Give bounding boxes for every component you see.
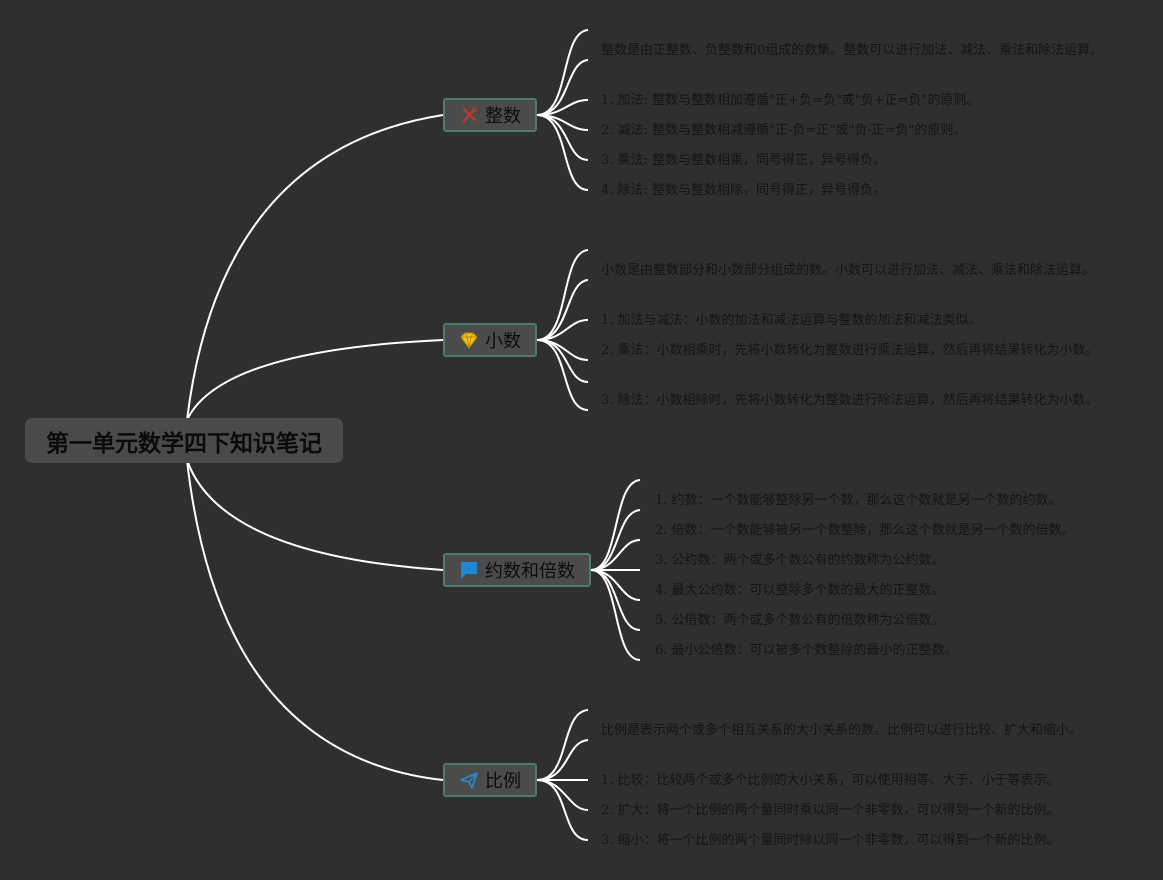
leaf-ratio-intro: 比例是表示两个或多个相互关系的大小关系的数。比例可以进行比较、扩大和缩小。 (601, 723, 1083, 738)
leaf-decimals-intro: 小数是由整数部分和小数部分组成的数。小数可以进行加法、减法、乘法和除法运算。 (601, 263, 1096, 278)
leaf-common-multiple: 5. 公倍数：两个或多个数公有的倍数称为公倍数。 (655, 613, 945, 628)
branch-divisors-multiples[interactable]: 约数和倍数 (443, 553, 591, 587)
branch-integers[interactable]: 整数 (443, 98, 537, 132)
leaf-lcm: 6. 最小公倍数：可以被多个数整除的最小的正整数。 (655, 643, 958, 658)
diamond-icon (459, 330, 479, 350)
leaf-ratio-enlarge: 2. 扩大：将一个比例的两个量同时乘以同一个非零数，可以得到一个新的比例。 (601, 803, 1060, 818)
branch-label: 小数 (485, 331, 521, 352)
branch-label: 比例 (485, 771, 521, 792)
leaf-ratio-reduce: 3. 缩小：将一个比例的两个量同时除以同一个非零数，可以得到一个新的比例。 (601, 833, 1060, 848)
branch-label: 整数 (485, 106, 521, 127)
leaf-decimals-div: 3. 除法：小数相除时，先将小数转化为整数进行除法运算，然后再将结果转化为小数。 (601, 393, 1099, 408)
flag-icon (459, 560, 479, 580)
root-title: 第一单元数学四下知识笔记 (46, 430, 322, 457)
leaf-common-divisor: 3. 公约数：两个或多个数公有的约数称为公约数。 (655, 553, 945, 568)
leaf-ratio-compare: 1. 比较：比较两个或多个比例的大小关系，可以使用相等、大于、小于等表示。 (601, 773, 1060, 788)
leaf-integers-add: 1. 加法: 整数与整数相加遵循"正+负=负"或"负+正=负"的原则。 (601, 93, 980, 108)
leaf-integers-sub: 2. 减法: 整数与整数相减遵循"正-负=正"或"负-正=负"的原则。 (601, 123, 967, 138)
root-node[interactable]: 第一单元数学四下知识笔记 (25, 418, 343, 463)
branch-ratio[interactable]: 比例 (443, 763, 537, 797)
leaf-integers-div: 4. 除法: 整数与整数相除，同号得正，异号得负。 (601, 183, 887, 198)
leaf-decimals-mul: 2. 乘法：小数相乘时，先将小数转化为整数进行乘法运算，然后再将结果转化为小数。 (601, 343, 1099, 358)
leaf-integers-intro: 整数是由正整数、负整数和0组成的数集。整数可以进行加法、减法、乘法和除法运算。 (601, 43, 1104, 58)
branch-decimals[interactable]: 小数 (443, 323, 537, 357)
leaf-decimals-addsub: 1. 加法与减法：小数的加法和减法运算与整数的加法和减法类似。 (601, 313, 982, 328)
leaf-gcd: 4. 最大公约数：可以整除多个数的最大的正整数。 (655, 583, 945, 598)
leaf-divisor: 1. 约数：一个数能够整除另一个数，那么这个数就是另一个数的约数。 (655, 493, 1062, 508)
paper-plane-icon (459, 770, 479, 790)
branch-label: 约数和倍数 (485, 561, 575, 582)
leaf-integers-mul: 3. 乘法: 整数与整数相乘，同号得正，异号得负。 (601, 153, 887, 168)
tools-icon (459, 105, 479, 125)
leaf-multiple: 2. 倍数：一个数能够被另一个数整除，那么这个数就是另一个数的倍数。 (655, 523, 1075, 538)
